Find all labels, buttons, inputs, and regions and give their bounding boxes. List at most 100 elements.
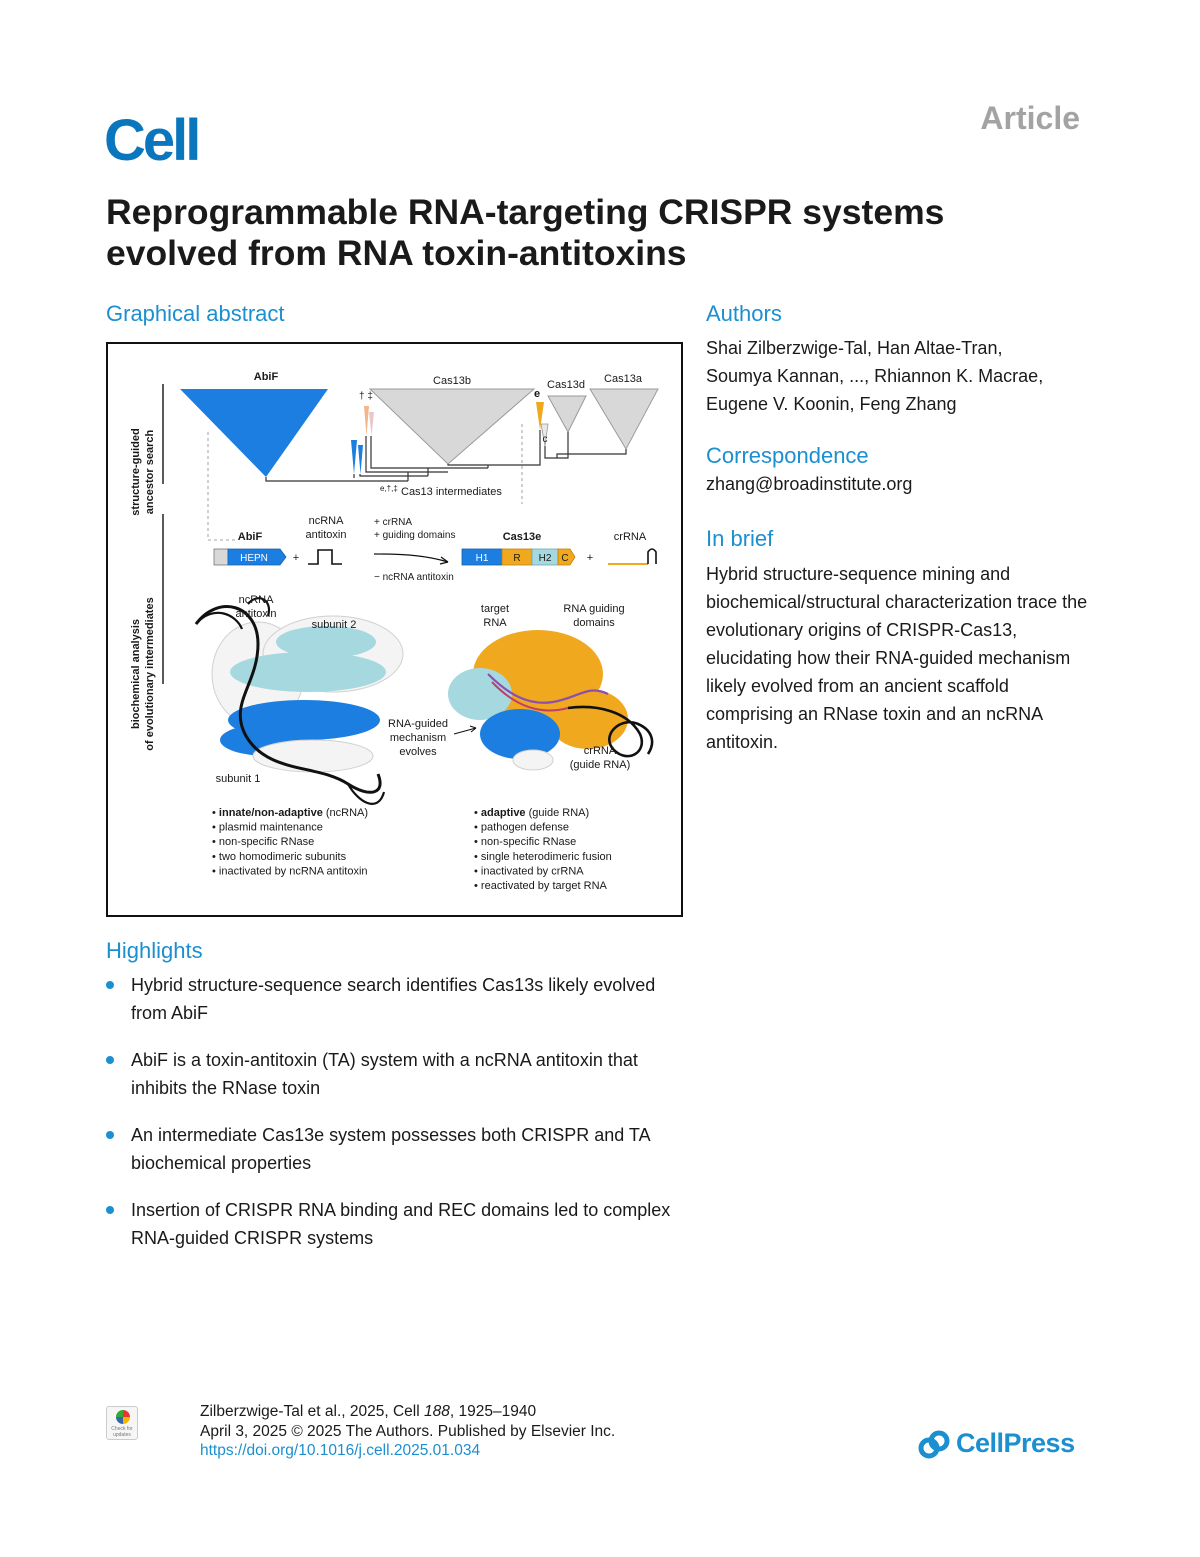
- doi-link[interactable]: https://doi.org/10.1016/j.cell.2025.01.0…: [200, 1442, 481, 1459]
- feature-bullet: •: [212, 807, 219, 819]
- feature-bullet: •: [474, 807, 481, 819]
- feature-bullet: •: [212, 851, 219, 863]
- highlight-item: AbiF is a toxin-antitoxin (TA) system wi…: [106, 1046, 686, 1102]
- schema-label-h2: H2: [539, 553, 552, 564]
- tree-branch-abif-like-2: [359, 474, 428, 477]
- mechanism-arrow: [453, 727, 477, 735]
- tree-label-dagger: † ‡: [359, 391, 373, 402]
- highlight-item: Hybrid structure-sequence search identif…: [106, 971, 686, 1027]
- feature-bullet: •: [474, 880, 481, 892]
- label-target-1: target: [481, 603, 509, 615]
- feature-bullet: •: [474, 822, 481, 834]
- abif-clade: [180, 389, 328, 477]
- side-labels: structure-guided ancestor search biochem…: [130, 428, 156, 750]
- schema-label-h1: H1: [476, 553, 489, 564]
- feature-text: plasmid maintenance: [219, 822, 323, 834]
- feature-text: (ncRNA): [323, 807, 368, 819]
- label-ncrna-antitoxin-2: antitoxin: [236, 608, 277, 620]
- target-rna-strand: [487, 673, 609, 704]
- feature-item: • non-specific RNase: [474, 836, 576, 848]
- authors-line: Eugene V. Koonin, Feng Zhang: [706, 394, 957, 414]
- schema-add-crrna: + crRNA: [374, 517, 412, 528]
- schema-label-crrna: crRNA: [614, 531, 647, 543]
- schema-label-c: C: [561, 553, 568, 564]
- cas13c-clade: [540, 423, 549, 447]
- highlight-text: AbiF is a toxin-antitoxin (TA) system wi…: [131, 1050, 638, 1098]
- feature-bullet: •: [474, 836, 481, 848]
- subunit2-surface-upper: [276, 626, 376, 658]
- citation-authors: Zilberzwige-Tal et al., 2025, Cell: [200, 1403, 424, 1420]
- feature-item: • single heterodimeric fusion: [474, 851, 612, 863]
- schema-label-abif: AbiF: [238, 531, 263, 543]
- abif-white-surface-bottom: [252, 739, 374, 773]
- schema-minus-ncrna: − ncRNA antitoxin: [374, 572, 454, 583]
- abif-like-clade-1: [351, 440, 357, 474]
- guiding-domains-surface-lower: [548, 689, 628, 749]
- ncrna-antitoxin-glyph: [308, 549, 342, 565]
- authors-line: Soumya Kannan, ..., Rhiannon K. Macrae,: [706, 366, 1044, 386]
- right-feature-list: • adaptive (guide RNA)• pathogen defense…: [474, 807, 612, 892]
- check-for-updates-badge[interactable]: Check for updates: [106, 1406, 138, 1440]
- feature-bullet: •: [212, 836, 219, 848]
- label-target-2: RNA: [483, 617, 507, 629]
- tree-label-abif: AbiF: [254, 371, 279, 383]
- highlights-list: Hybrid structure-sequence search identif…: [106, 971, 686, 1271]
- tree-label-cas13b: Cas13b: [433, 375, 471, 387]
- label-mechanism-3: evolves: [399, 746, 437, 758]
- feature-bullet: •: [474, 851, 481, 863]
- citation-pages: , 1925–1940: [449, 1403, 537, 1420]
- abif-like-clade-2: [358, 445, 363, 474]
- tree-branch-abif: [265, 477, 408, 482]
- feature-text: pathogen defense: [481, 822, 569, 834]
- mechanism-label: RNA-guided mechanism evolves: [388, 718, 477, 758]
- schema-label-ncrna-2: antitoxin: [306, 529, 347, 541]
- highlight-text: Hybrid structure-sequence search identif…: [131, 975, 656, 1023]
- authors-line: Shai Zilberzwige-Tal, Han Altae-Tran,: [706, 338, 1003, 358]
- feature-text: reactivated by target RNA: [481, 880, 608, 892]
- label-subunit1: subunit 1: [216, 773, 261, 785]
- label-guiding-1: RNA guiding: [563, 603, 624, 615]
- highlight-item: Insertion of CRISPR RNA binding and REC …: [106, 1196, 686, 1252]
- feature-item: • plasmid maintenance: [212, 822, 323, 834]
- side-label-bottom-2: of evolutionary intermediates: [144, 597, 156, 750]
- correspondence-email[interactable]: zhang@broadinstitute.org: [706, 474, 913, 494]
- highlight-item: An intermediate Cas13e system possesses …: [106, 1121, 686, 1177]
- highlight-text: Insertion of CRISPR RNA binding and REC …: [131, 1200, 671, 1248]
- feature-item: • two homodimeric subunits: [212, 851, 347, 863]
- tree-branch-cas13b: [447, 430, 541, 466]
- feature-item: • non-specific RNase: [212, 836, 314, 848]
- label-crrna-1: crRNA: [584, 745, 617, 757]
- highlight-text: An intermediate Cas13e system possesses …: [131, 1125, 650, 1173]
- intermediate-dagger-clade: [364, 406, 369, 436]
- graphical-abstract-figure: structure-guided ancestor search biochem…: [106, 342, 683, 917]
- correspondence-heading: Correspondence: [706, 443, 869, 468]
- check-for-updates-label: Check for updates: [111, 1426, 133, 1438]
- highlights-heading: Highlights: [106, 938, 203, 963]
- graphical-abstract-heading: Graphical abstract: [106, 301, 285, 326]
- cas13d-clade: [547, 395, 587, 434]
- feature-item: • innate/non-adaptive (ncRNA): [212, 807, 368, 819]
- schema-label-cas13e: Cas13e: [503, 531, 542, 543]
- article-type-label: Article: [980, 100, 1080, 136]
- tree-label-cas13a: Cas13a: [604, 373, 643, 385]
- evolution-arrow-head: [439, 556, 449, 565]
- bullet-icon: [106, 1206, 114, 1214]
- subunit2-surface: [230, 652, 386, 692]
- abif-nterm-domain: [213, 548, 229, 566]
- feature-item: • reactivated by target RNA: [474, 880, 608, 892]
- cellpress-wordmark: CellPress: [956, 1428, 1075, 1458]
- bullet-icon: [106, 981, 114, 989]
- feature-item: • adaptive (guide RNA): [474, 807, 589, 819]
- label-mechanism-1: RNA-guided: [388, 718, 448, 730]
- label-crrna-2: (guide RNA): [570, 759, 631, 771]
- side-label-bottom-1: biochemical analysis: [130, 619, 142, 729]
- c-domain: [557, 548, 576, 566]
- cas13b-clade: [368, 388, 536, 465]
- side-label-top-1: structure-guided: [130, 428, 142, 515]
- citation-date: April 3, 2025 © 2025 The Authors. Publis…: [200, 1422, 616, 1440]
- feature-text: non-specific RNase: [481, 836, 576, 848]
- label-mechanism-2: mechanism: [390, 732, 446, 744]
- label-subunit2: subunit 2: [312, 619, 357, 631]
- feature-bold: adaptive: [481, 807, 526, 819]
- graphical-abstract-svg: structure-guided ancestor search biochem…: [130, 371, 659, 892]
